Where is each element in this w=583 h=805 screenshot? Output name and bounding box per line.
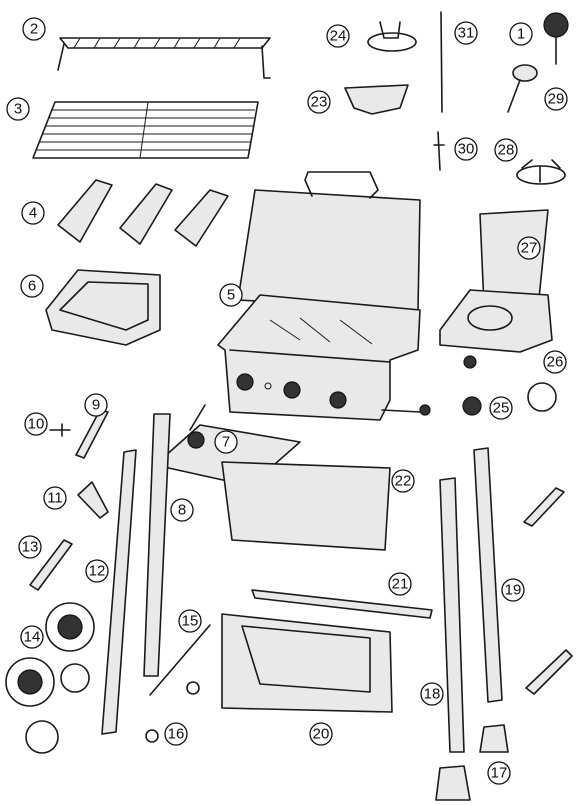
callout-26: 26 — [543, 350, 567, 374]
callout-19: 19 — [501, 578, 525, 602]
part-cap — [25, 720, 59, 754]
part-igniter — [527, 382, 557, 412]
callout-13: 13 — [18, 535, 42, 559]
svg-text:24: 24 — [330, 28, 347, 45]
svg-text:6: 6 — [28, 278, 36, 295]
callout-21: 21 — [388, 572, 412, 596]
callout-28: 28 — [494, 138, 518, 162]
part-wheels — [5, 602, 95, 707]
part-right-bracket-lower — [525, 649, 573, 695]
part-foot-1 — [479, 724, 509, 753]
svg-text:3: 3 — [14, 101, 22, 118]
callout-11: 11 — [43, 486, 67, 510]
callout-17: 17 — [487, 761, 511, 785]
svg-text:25: 25 — [493, 400, 510, 417]
part-grill-head — [189, 171, 431, 431]
callout-18: 18 — [420, 682, 444, 706]
svg-text:22: 22 — [395, 473, 412, 490]
part-bracket-9 — [75, 409, 109, 459]
part-side-housing — [45, 269, 161, 346]
callout-5: 5 — [219, 283, 243, 307]
svg-text:18: 18 — [424, 686, 441, 703]
svg-text:16: 16 — [168, 726, 185, 743]
svg-text:15: 15 — [182, 613, 199, 630]
part-bolt-10 — [49, 423, 71, 437]
callout-9: 9 — [84, 393, 108, 417]
part-flame-tamers — [57, 179, 229, 247]
svg-text:9: 9 — [92, 397, 100, 414]
part-leg-19 — [473, 447, 503, 703]
part-29 — [507, 64, 538, 113]
part-nut — [186, 681, 200, 695]
svg-text:5: 5 — [227, 287, 235, 304]
callout-30: 30 — [454, 137, 478, 161]
part-leg-8 — [143, 413, 171, 677]
svg-text:12: 12 — [89, 563, 106, 580]
svg-text:26: 26 — [547, 354, 564, 371]
part-foot-2 — [435, 765, 471, 801]
callout-3: 3 — [6, 97, 30, 121]
callout-31: 31 — [454, 21, 478, 45]
callout-27: 27 — [517, 236, 541, 260]
svg-text:17: 17 — [491, 765, 508, 782]
callout-8: 8 — [170, 498, 194, 522]
callout-29: 29 — [544, 87, 568, 111]
svg-text:13: 13 — [22, 539, 39, 556]
part-shelf-20 — [221, 613, 393, 713]
svg-text:20: 20 — [313, 726, 330, 743]
svg-text:8: 8 — [178, 502, 186, 519]
part-bracket-13 — [29, 539, 73, 591]
callout-4: 4 — [21, 201, 45, 225]
callout-12: 12 — [85, 559, 109, 583]
part-washer — [145, 729, 159, 743]
svg-text:19: 19 — [505, 582, 522, 599]
part-crossbar-21 — [251, 589, 433, 619]
svg-text:27: 27 — [521, 240, 538, 257]
callout-22: 22 — [391, 469, 415, 493]
part-hook-24 — [367, 21, 417, 52]
callout-1: 1 — [509, 22, 533, 46]
svg-text:4: 4 — [29, 205, 37, 222]
callout-10: 10 — [24, 412, 48, 436]
part-side-burner — [439, 209, 553, 369]
svg-text:31: 31 — [458, 25, 475, 42]
svg-text:30: 30 — [458, 141, 475, 158]
callout-14: 14 — [20, 625, 44, 649]
part-axle — [149, 624, 211, 696]
callout-16: 16 — [164, 722, 188, 746]
part-knob — [462, 396, 482, 416]
callout-23: 23 — [307, 90, 331, 114]
svg-text:11: 11 — [47, 490, 63, 507]
part-bowl-23 — [344, 84, 409, 115]
svg-text:29: 29 — [548, 91, 565, 108]
svg-text:23: 23 — [311, 94, 328, 111]
svg-text:28: 28 — [498, 142, 515, 159]
callout-2: 2 — [22, 17, 46, 41]
part-grate-28 — [516, 159, 566, 185]
part-clip-11 — [77, 481, 109, 519]
callout-25: 25 — [489, 396, 513, 420]
part-leg-12 — [101, 449, 137, 735]
part-warming-rack — [57, 37, 271, 79]
svg-text:2: 2 — [30, 21, 38, 38]
part-probe-31 — [440, 11, 443, 113]
part-30 — [433, 131, 445, 171]
svg-text:7: 7 — [222, 434, 230, 451]
svg-text:1: 1 — [517, 26, 525, 43]
part-cooking-grates — [32, 101, 259, 159]
svg-text:21: 21 — [392, 576, 409, 593]
part-panel-22 — [221, 461, 391, 551]
svg-text:10: 10 — [28, 416, 45, 433]
callout-24: 24 — [326, 24, 350, 48]
callout-6: 6 — [20, 274, 44, 298]
part-leg-18 — [439, 477, 465, 753]
callout-20: 20 — [309, 722, 333, 746]
callout-15: 15 — [178, 609, 202, 633]
svg-text:14: 14 — [24, 629, 41, 646]
part-thermometer-1 — [543, 12, 569, 65]
part-right-bracket-upper — [523, 487, 565, 527]
callout-7: 7 — [214, 430, 238, 454]
